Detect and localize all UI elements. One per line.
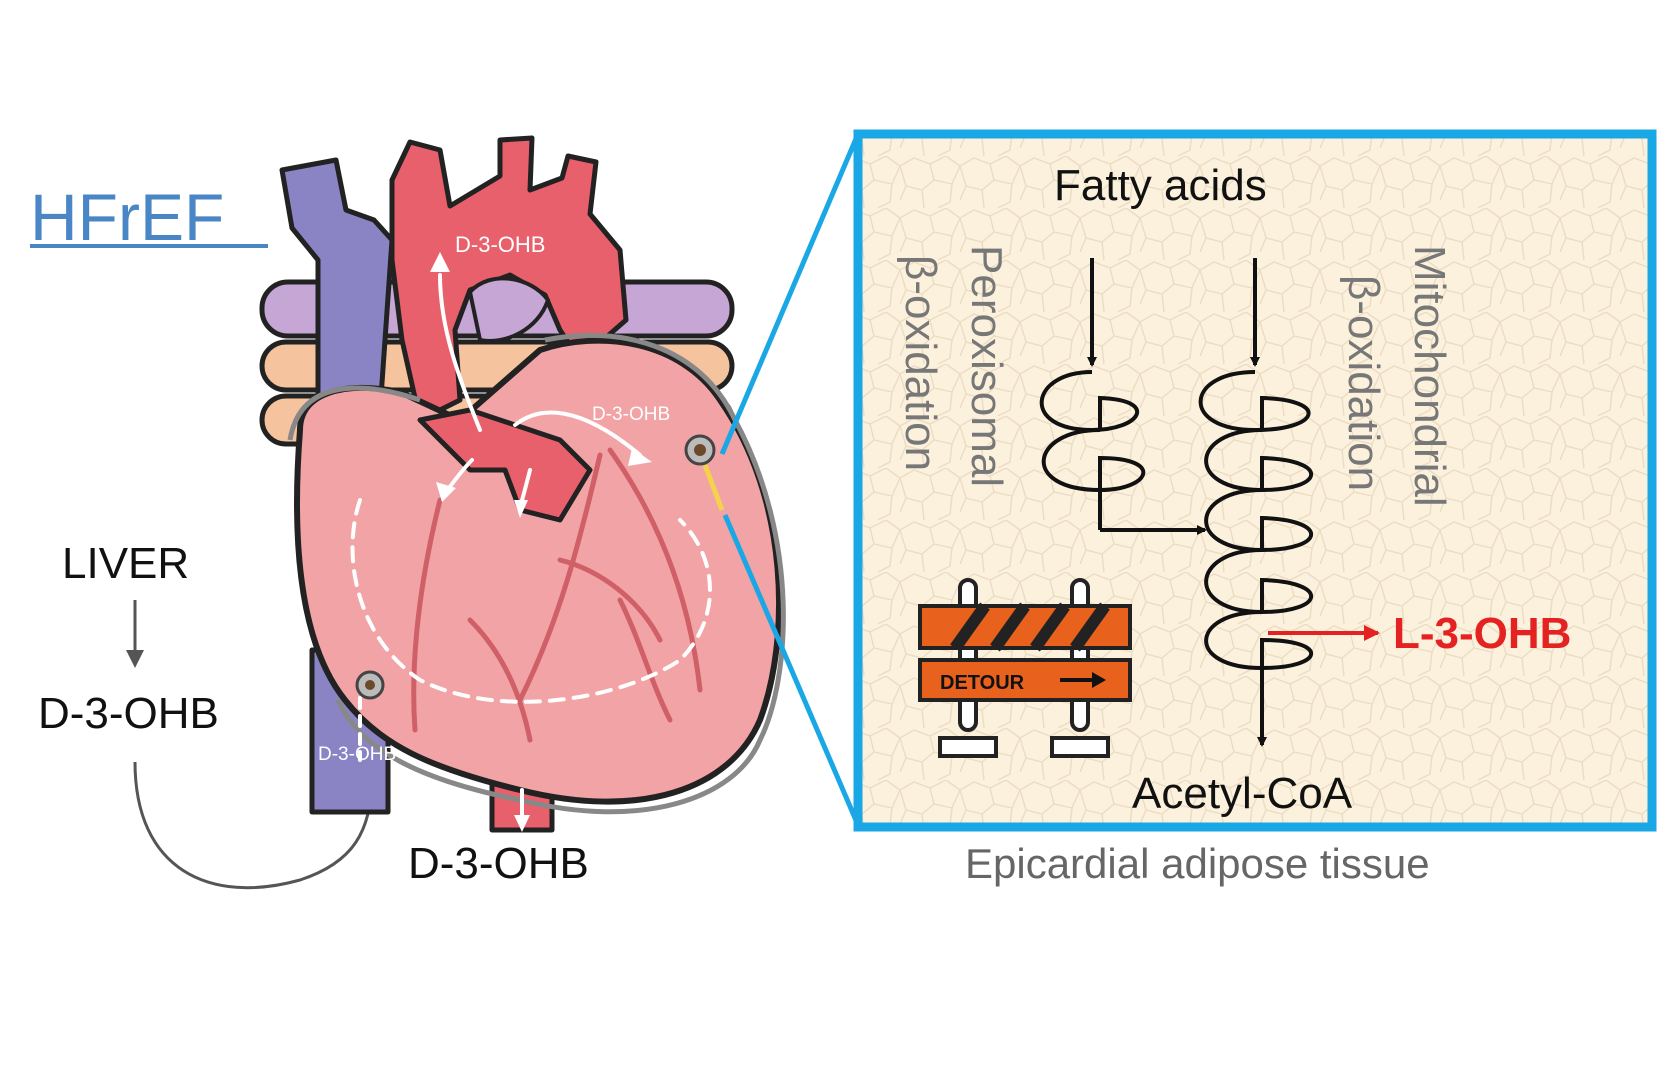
side-product-label: L-3-OHB [1393, 609, 1571, 658]
aorta-flow-label: D-3-OHB [455, 232, 545, 257]
mitochondrial-label-2: β-oxidation [1339, 275, 1388, 491]
zoom-lines [719, 133, 861, 826]
inset-caption: Epicardial adipose tissue [965, 840, 1430, 887]
peroxisomal-label-group: Peroxisomal β-oxidation [896, 245, 1011, 487]
flow-arrowheads [430, 252, 652, 832]
acetyl-coa-label: Acetyl-CoA [1132, 769, 1353, 818]
vena-cava-flow-label: D-3-OHB [318, 744, 396, 765]
figure-title: HFrEF [30, 180, 224, 254]
fat-connector [702, 464, 725, 511]
inset-panel: Fatty acids Peroxisomal β-oxidation Mito… [853, 129, 1657, 832]
heart-body [294, 337, 782, 805]
inset-border [853, 129, 1657, 832]
aortic-root [417, 407, 593, 523]
title-group: HFrEF [30, 180, 268, 254]
pericardium-outline [287, 332, 786, 815]
aortic-arch-inner [468, 276, 550, 343]
peroxisomal-label-2: β-oxidation [896, 255, 945, 471]
peroxisomal-spiral [1039, 258, 1207, 535]
coronary-flow-label: D-3-OHB [592, 404, 670, 425]
fatty-acids-label: Fatty acids [1054, 161, 1267, 210]
epicardial-marker-lower [355, 670, 385, 700]
mitochondrial-label-1: Mitochondrial [1405, 245, 1454, 507]
superior-vena-cava [279, 157, 395, 443]
liver-product-label: D-3-OHB [38, 689, 219, 738]
liver-arrowhead [126, 650, 144, 668]
heart-illustration: D-3-OHB D-3-OHB D-3-OHB D-3-OHB [259, 135, 786, 888]
epicardial-marker-upper [684, 434, 716, 466]
mitochondrial-label-group: Mitochondrial β-oxidation [1339, 245, 1454, 507]
mitochondrial-spiral [1198, 258, 1313, 747]
coronary-arteries [411, 447, 703, 743]
inset-cell-texture [858, 134, 1652, 827]
detour-barricade-icon: DETOUR [918, 578, 1132, 758]
liver-label: LIVER [62, 539, 189, 588]
outflow-label: D-3-OHB [408, 839, 589, 888]
detour-sign-label: DETOUR [940, 672, 1025, 694]
liver-pathway: LIVER D-3-OHB [38, 539, 382, 890]
liver-to-heart-curve [133, 761, 374, 890]
peroxisomal-label-1: Peroxisomal [962, 245, 1011, 487]
